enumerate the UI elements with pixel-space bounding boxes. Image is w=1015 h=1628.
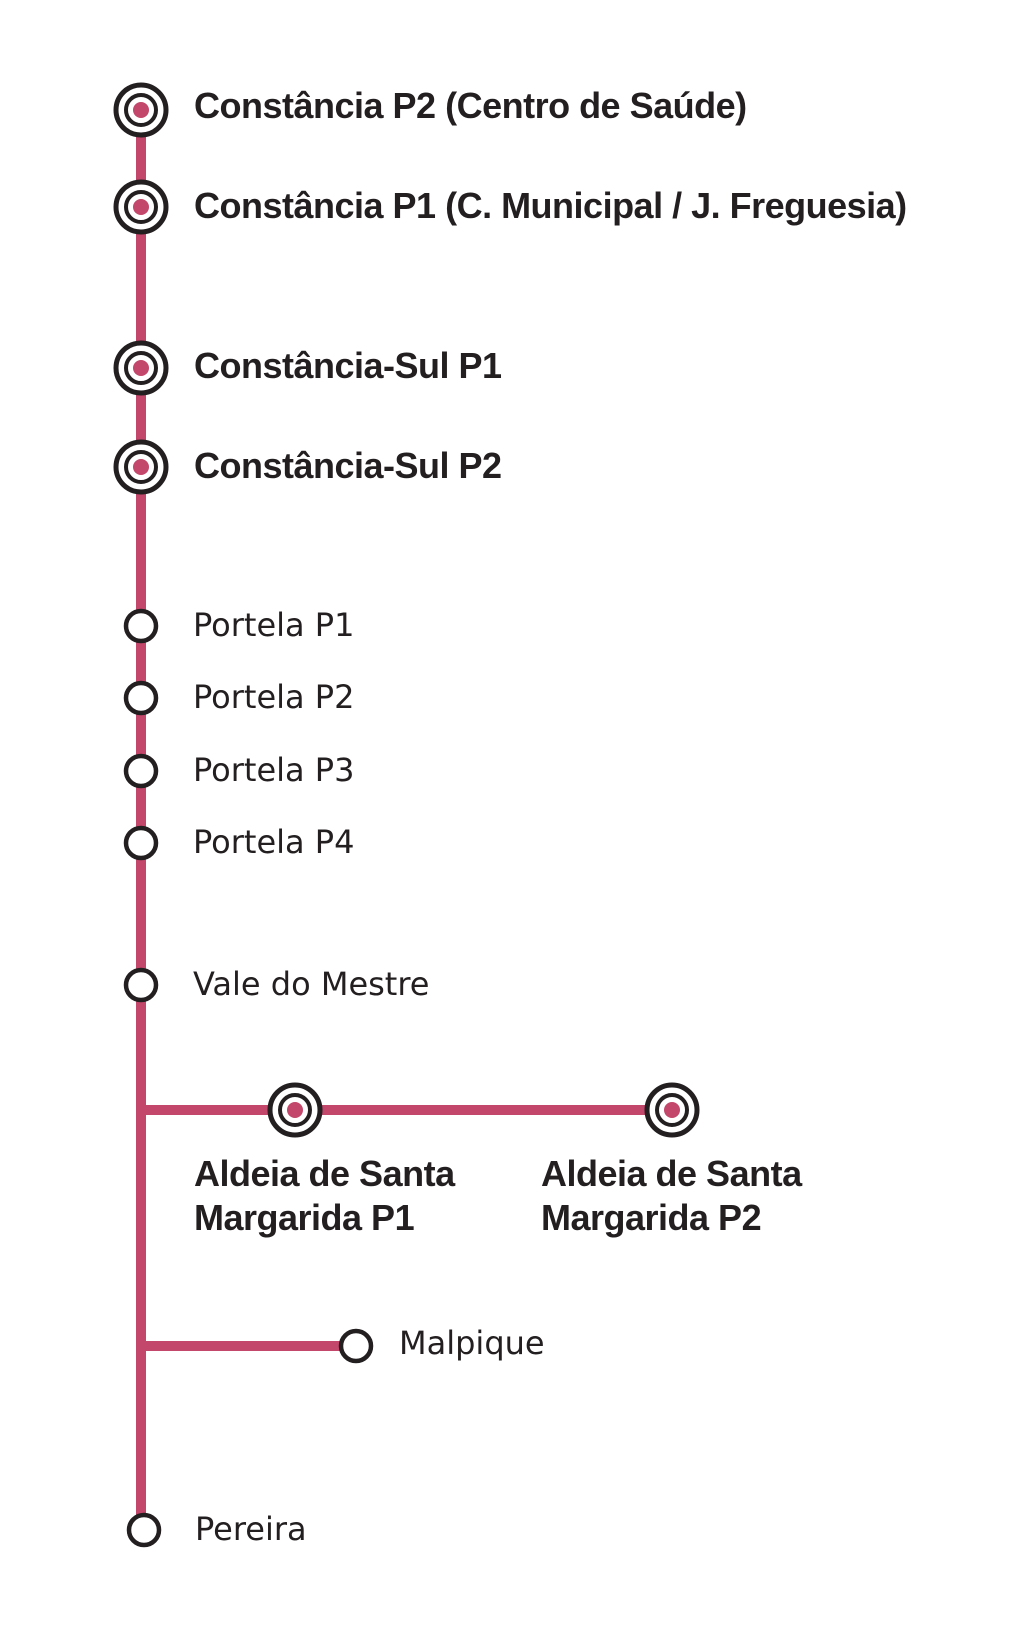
stop-marker-constancia-sul-p1 bbox=[113, 340, 169, 396]
stop-label-portela-p1: Portela P1 bbox=[193, 606, 355, 644]
stop-marker-vale-do-mestre bbox=[123, 967, 159, 1003]
stop-marker-portela-p2 bbox=[123, 680, 159, 716]
stop-label-constancia-p2: Constância P2 (Centro de Saúde) bbox=[194, 85, 747, 126]
stop-marker-portela-p4 bbox=[123, 825, 159, 861]
stop-marker-constancia-p1 bbox=[113, 179, 169, 235]
stop-label-portela-p4: Portela P4 bbox=[193, 823, 355, 861]
stop-label-portela-p2: Portela P2 bbox=[193, 678, 355, 716]
stop-label-aldeia-de-santa-margarida-p1: Aldeia de Santa Margarida P1 bbox=[194, 1153, 455, 1238]
stop-marker-malpique bbox=[338, 1328, 374, 1364]
stop-marker-aldeia-de-santa-margarida-p1 bbox=[267, 1082, 323, 1138]
stop-label-constancia-sul-p1: Constância-Sul P1 bbox=[194, 345, 502, 386]
stop-label-malpique: Malpique bbox=[399, 1324, 545, 1362]
stop-marker-aldeia-de-santa-margarida-p2 bbox=[644, 1082, 700, 1138]
stop-markers bbox=[113, 82, 700, 1548]
stop-label-constancia-sul-p2: Constância-Sul P2 bbox=[194, 445, 502, 486]
stop-marker-pereira bbox=[126, 1512, 162, 1548]
route-lines bbox=[136, 110, 672, 1530]
stop-label-constancia-p1: Constância P1 (C. Municipal / J. Fregues… bbox=[194, 185, 907, 226]
stop-label-aldeia-de-santa-margarida-p2: Aldeia de Santa Margarida P2 bbox=[541, 1153, 802, 1238]
stop-marker-portela-p1 bbox=[123, 608, 159, 644]
stop-marker-constancia-p2 bbox=[113, 82, 169, 138]
stop-marker-constancia-sul-p2 bbox=[113, 439, 169, 495]
stop-label-portela-p3: Portela P3 bbox=[193, 751, 355, 789]
stop-marker-portela-p3 bbox=[123, 753, 159, 789]
stop-label-pereira: Pereira bbox=[195, 1510, 307, 1548]
stop-label-vale-do-mestre: Vale do Mestre bbox=[193, 965, 430, 1003]
